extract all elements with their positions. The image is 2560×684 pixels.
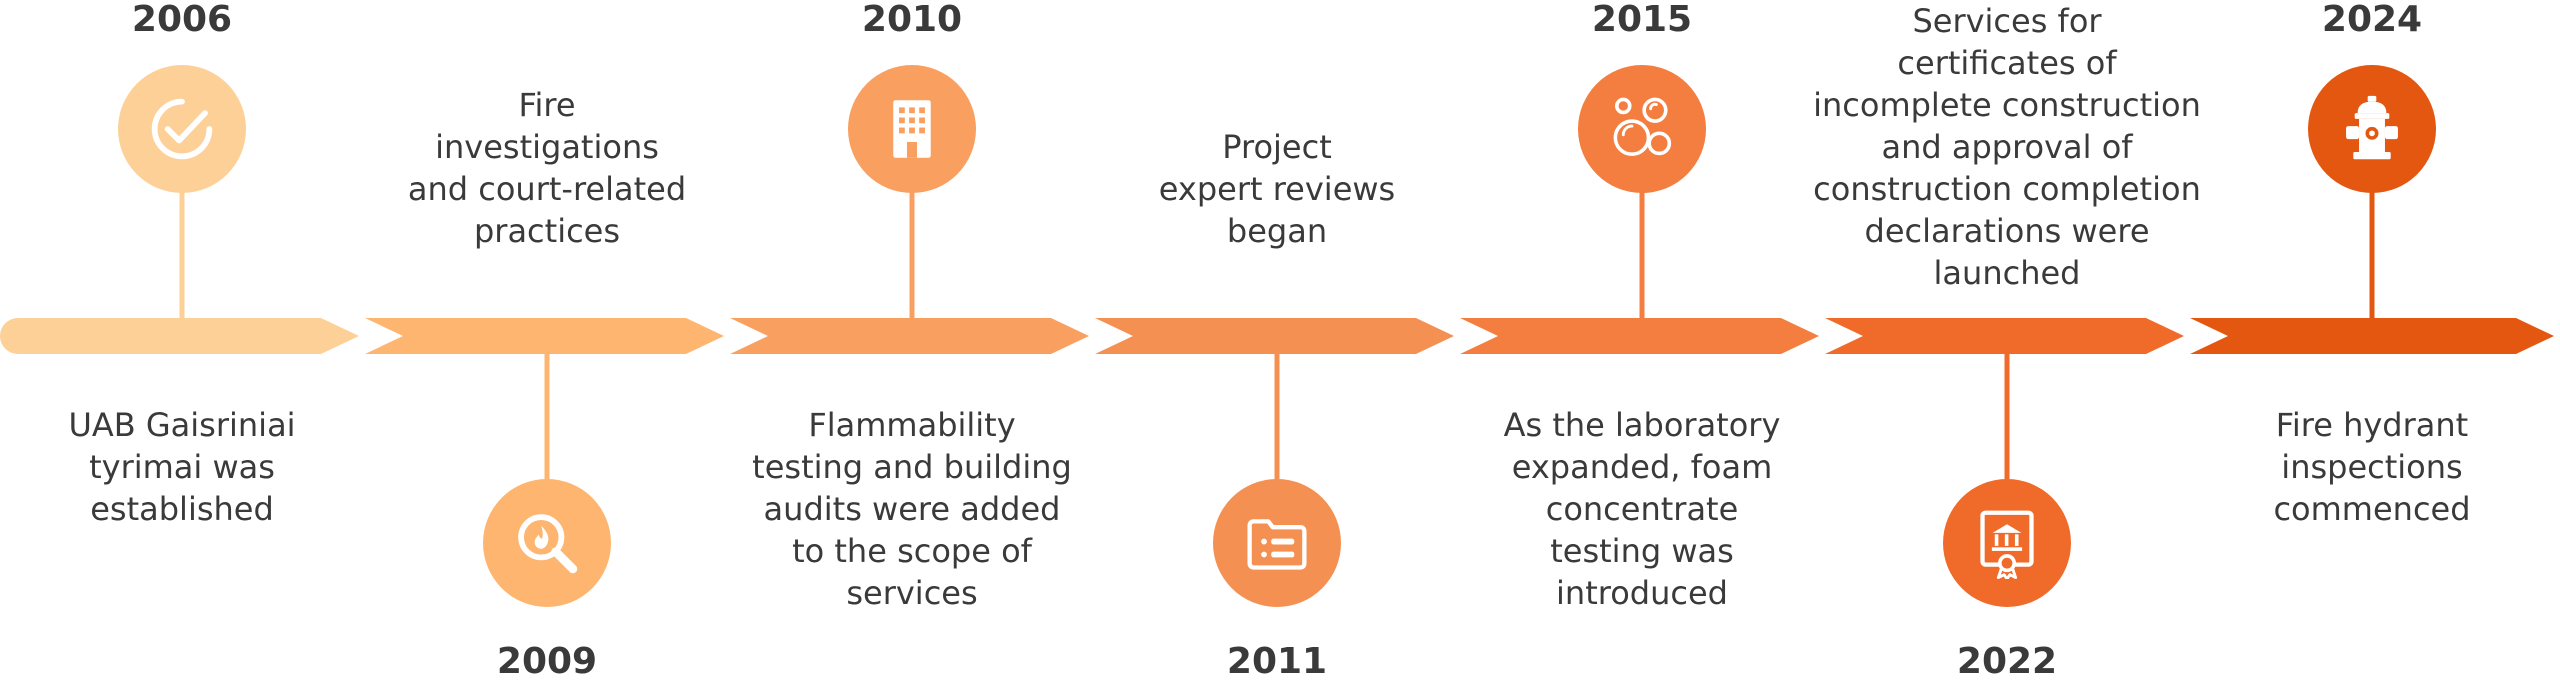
milestone-description-line: services	[846, 574, 978, 612]
milestone-year: 2022	[1956, 641, 2058, 682]
timeline-marker	[1943, 479, 2071, 607]
milestone-description-line: began	[1226, 212, 1328, 250]
milestone-description-line: UAB Gaisriniai	[68, 406, 296, 444]
milestone-description-line: construction completion	[1813, 170, 2201, 208]
timeline-marker	[1578, 65, 1706, 193]
milestone-description: UAB Gaisriniai tyrimai was established	[0, 404, 402, 530]
milestone-description-line: and court-related	[407, 170, 687, 208]
milestone-description-line: and approval of	[1881, 128, 2133, 166]
timeline-marker-circle	[118, 65, 246, 193]
timeline-marker	[2308, 65, 2436, 193]
milestone-year: 2009	[496, 641, 598, 682]
timeline-markers	[118, 65, 2436, 607]
milestone-description-line: certificates of	[1897, 44, 2117, 82]
milestone-description: Services for certificates of incomplete co…	[1787, 0, 2227, 294]
milestone-description-line: investigations	[435, 128, 659, 166]
milestone-description-line: audits were added	[763, 490, 1061, 528]
timeline-marker	[118, 65, 246, 193]
milestone-description: Fire investigations and court-related pract…	[327, 84, 767, 252]
building-icon	[893, 100, 931, 158]
timeline-arrow-segment	[1825, 318, 2184, 354]
milestone-description-line: expert reviews	[1158, 170, 1396, 208]
timeline-arrow-segment	[1460, 318, 1819, 354]
milestone-description-line: practices	[473, 212, 621, 250]
milestone-description-line: expanded, foam	[1511, 448, 1773, 486]
timeline-marker	[848, 65, 976, 193]
milestone-description-line: introduced	[1556, 574, 1728, 612]
milestone-description-line: incomplete construction	[1813, 86, 2201, 124]
milestone-description-line: testing and building	[752, 448, 1072, 486]
milestone-year: 2015	[1591, 0, 1693, 40]
timeline-arrow-segment	[365, 318, 724, 354]
milestone-year: 2006	[131, 0, 233, 40]
milestone-description: Fire hydrant inspections commenced	[2152, 404, 2560, 530]
milestone-description-line: to the scope of	[792, 532, 1032, 570]
milestone-description-line: Fire hydrant	[2275, 406, 2469, 444]
milestone-description-line: declarations were launched	[1864, 212, 2150, 292]
milestone-description-line: Fire	[518, 86, 576, 124]
milestone-description-line: inspections	[2281, 448, 2463, 486]
milestone-description-line: Flammability	[808, 406, 1016, 444]
timeline-arrow-segment	[730, 318, 1089, 354]
milestone-year: 2011	[1226, 641, 1328, 682]
timeline-marker-circle	[1578, 65, 1706, 193]
milestone-description-line: Project	[1222, 128, 1332, 166]
milestone-description-line: established	[90, 490, 274, 528]
milestone-description-line: Services for	[1912, 2, 2102, 40]
timeline-connectors	[179, 191, 2375, 481]
milestone-description-line: As the laboratory	[1503, 406, 1781, 444]
timeline-marker	[483, 479, 611, 607]
milestone-description: Flammability testing and building audits w…	[692, 404, 1132, 614]
timeline-arrow-segment	[2190, 318, 2554, 354]
milestone-description-line: testing was	[1550, 532, 1734, 570]
timeline-arrows	[0, 318, 2554, 354]
timeline-arrow-segment	[0, 318, 359, 354]
timeline-arrow-segment	[1095, 318, 1454, 354]
milestone-year: 2010	[861, 0, 963, 40]
milestone-description-line: tyrimai was	[89, 448, 275, 486]
milestone-description: Project expert reviews began	[1057, 126, 1497, 252]
timeline-marker	[1213, 479, 1341, 607]
milestone-description-line: commenced	[2273, 490, 2471, 528]
milestone-year: 2024	[2321, 0, 2423, 40]
milestone-description-line: concentrate	[1545, 490, 1739, 528]
milestone-description: As the laboratory expanded, foam concentra…	[1422, 404, 1862, 614]
